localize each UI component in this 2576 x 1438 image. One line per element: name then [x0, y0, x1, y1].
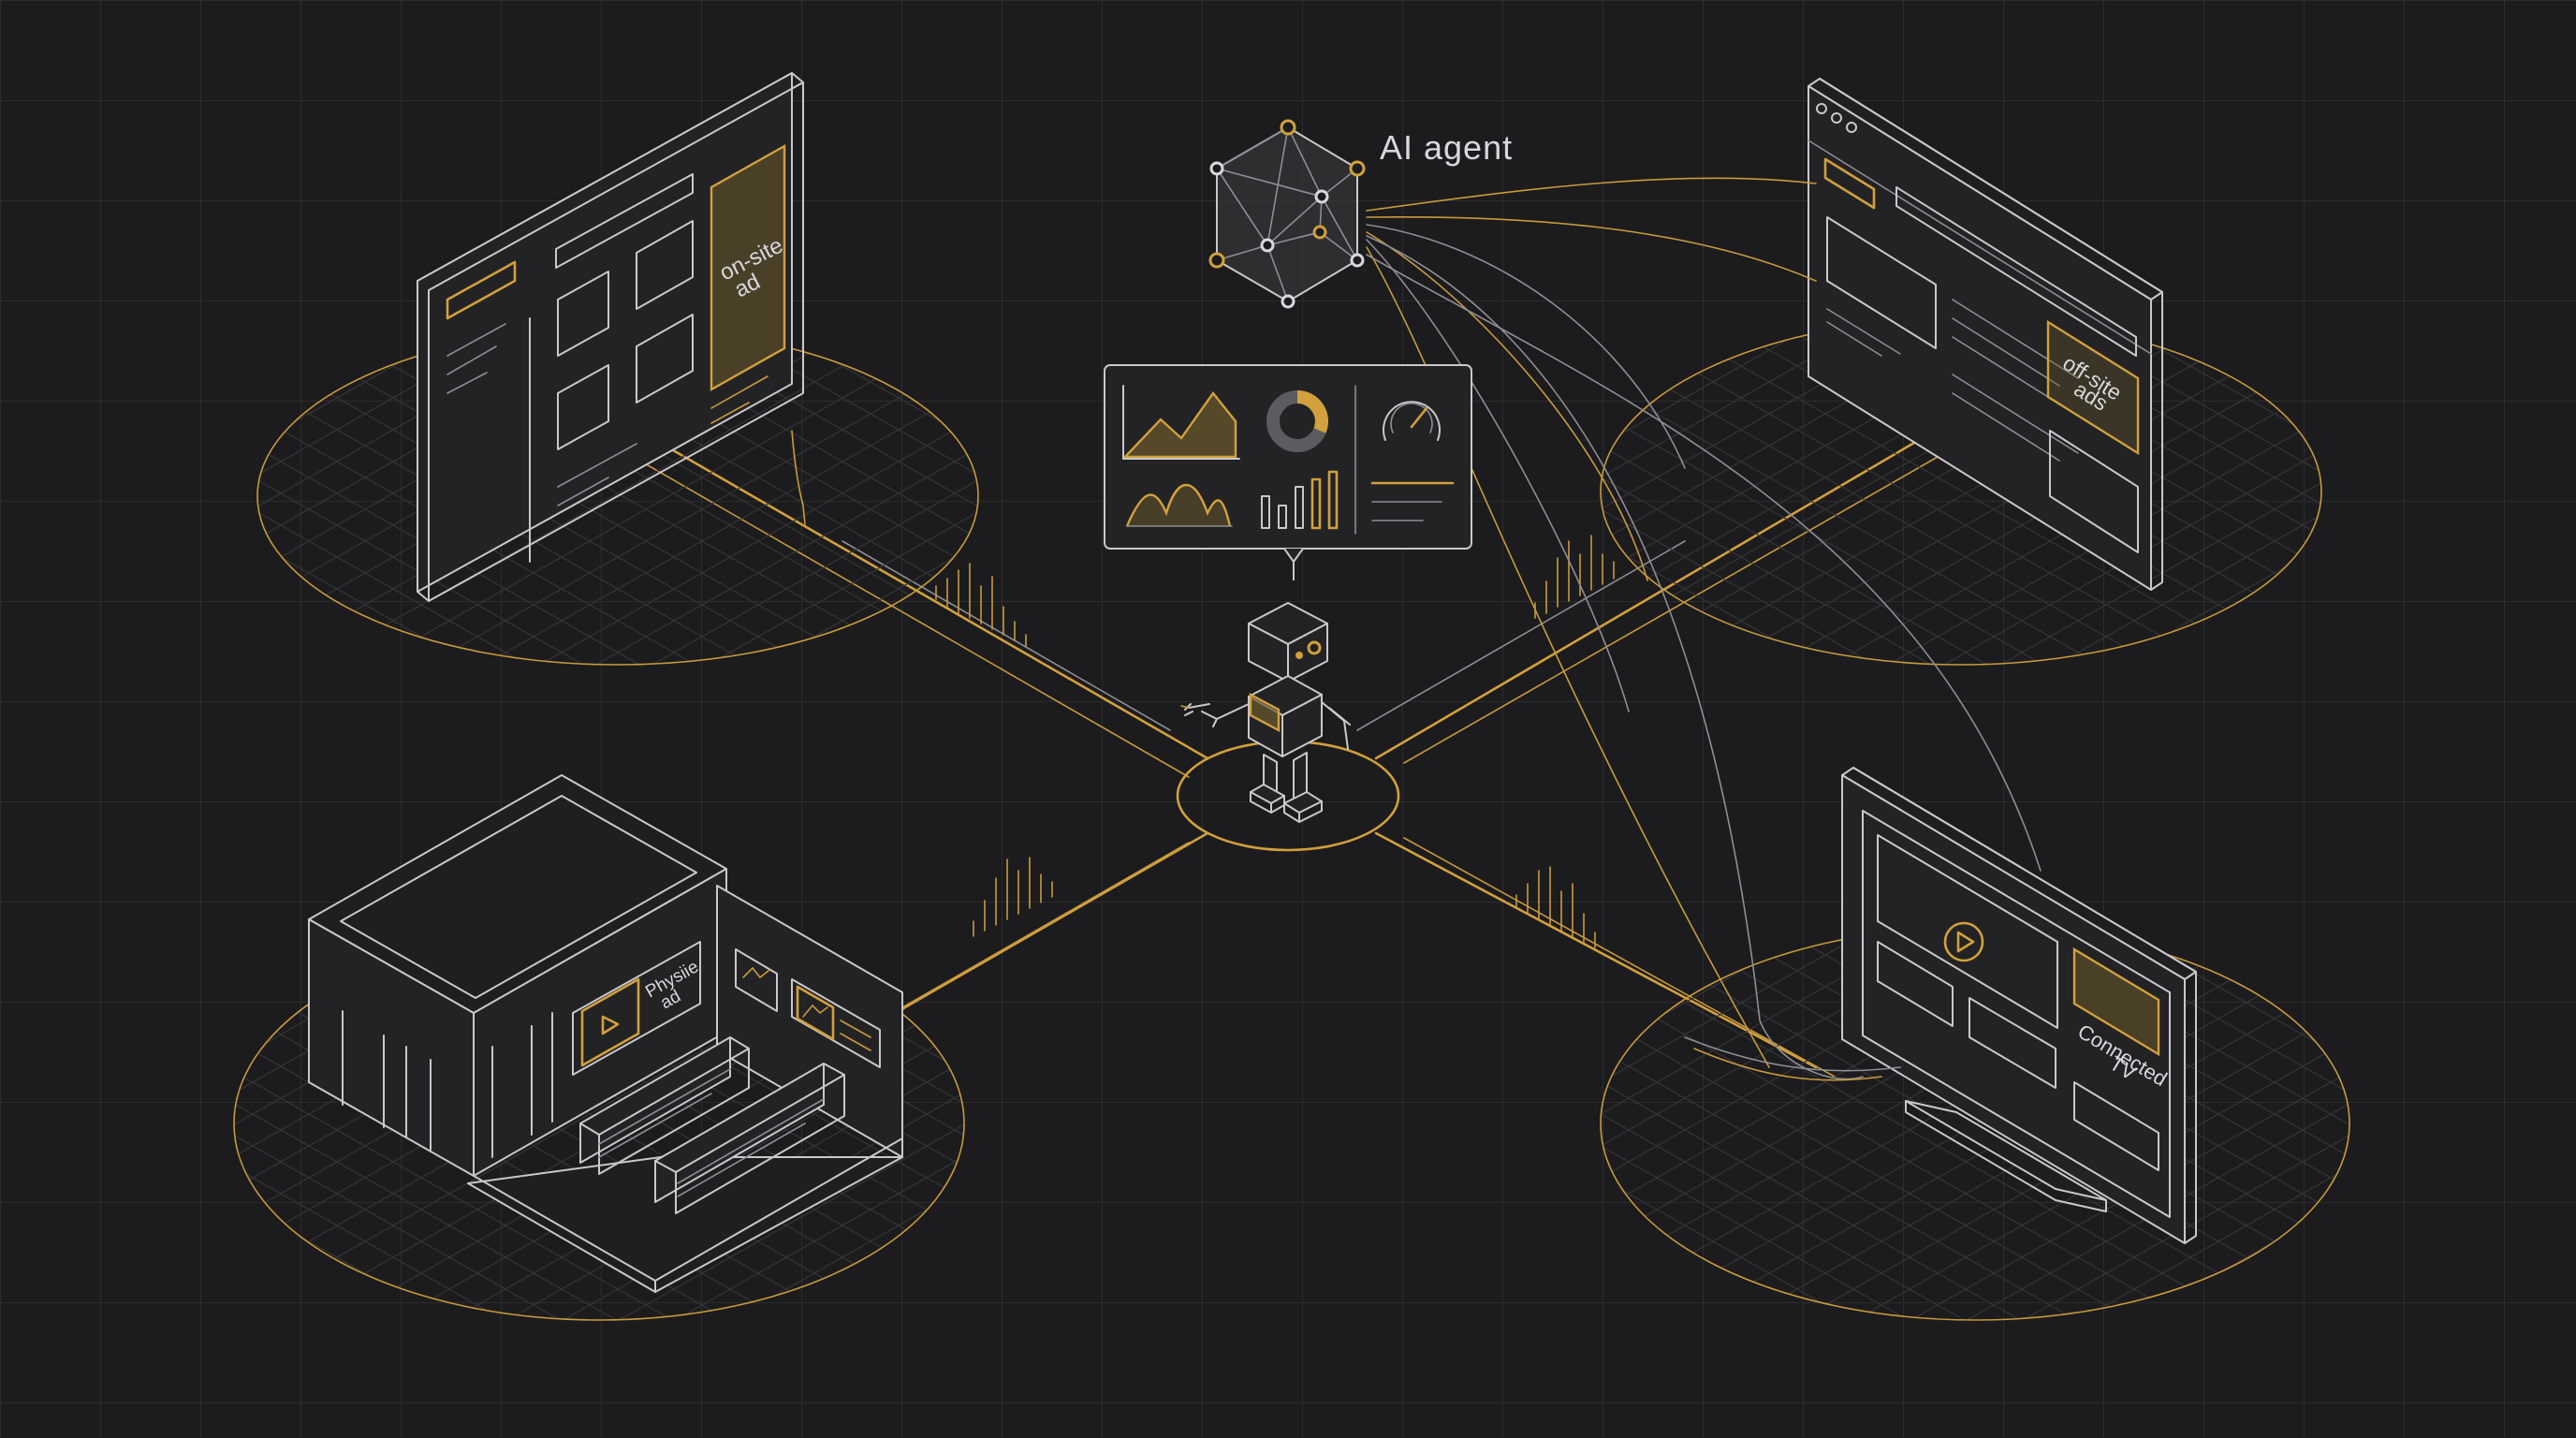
gauge-icon — [1383, 401, 1441, 441]
bar-chart-icon — [1261, 470, 1339, 530]
store-building — [308, 774, 903, 1293]
robot-icon — [1180, 602, 1351, 823]
signal-waveform-topleft — [935, 563, 1027, 647]
hexagon-network-icon — [1208, 119, 1366, 309]
donut-chart-icon — [1266, 390, 1328, 452]
off-site-screen — [1808, 78, 2163, 591]
ai-agent-label: AI agent — [1380, 128, 1513, 167]
waveform-chart-icon — [1125, 484, 1233, 527]
signal-waveform-bottomright — [1515, 866, 1596, 948]
on-site-screen — [417, 72, 804, 602]
dashboard-icon — [1104, 364, 1472, 580]
signal-waveform-bottomleft — [973, 857, 1053, 937]
on-site-connector — [791, 430, 806, 525]
line-chart-icon — [1122, 385, 1240, 460]
agent-flow-curves — [1366, 177, 2042, 1081]
connected-tv — [1841, 767, 2197, 1244]
